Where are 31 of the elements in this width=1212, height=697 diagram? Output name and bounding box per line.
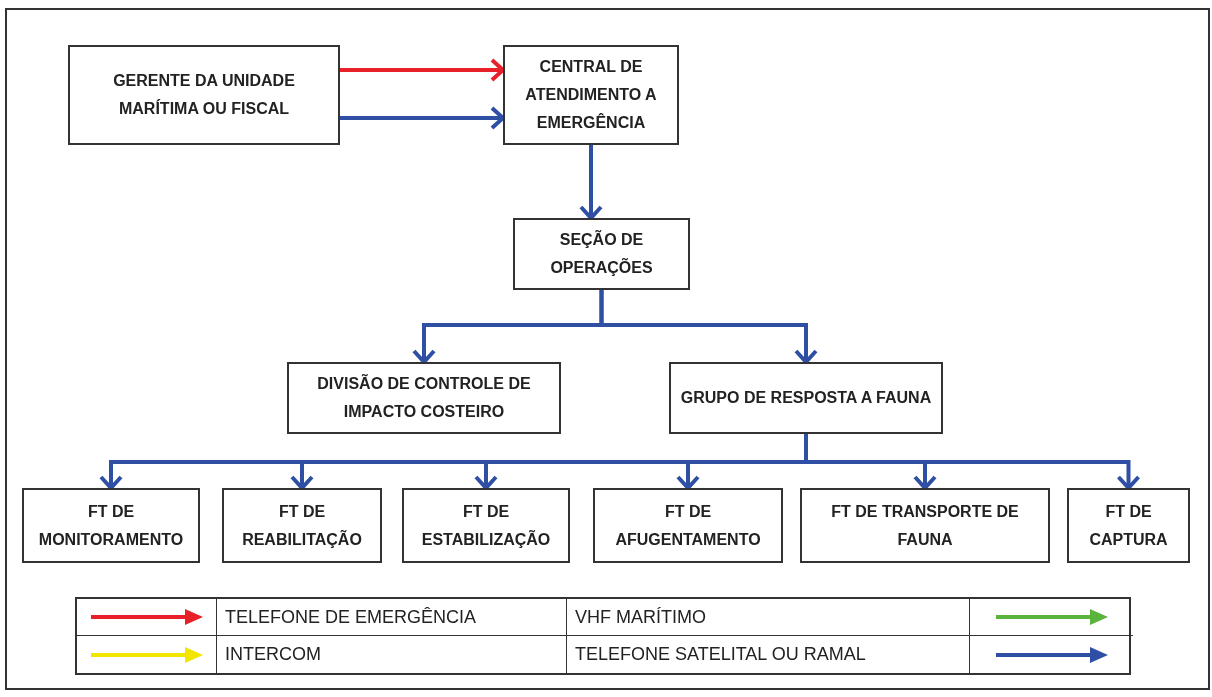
box-label: FT DE CAPTURA — [1088, 501, 1169, 550]
box-label: GRUPO DE RESPOSTA A FAUNA — [680, 388, 932, 408]
org-box — [1067, 488, 1190, 563]
box-label: FT DE REABILITAÇÃO — [241, 501, 363, 550]
box-label: FT DE AFUGENTAMENTO — [614, 501, 762, 550]
arrow — [579, 145, 603, 220]
legend-label: INTERCOM — [225, 643, 321, 666]
box-label: GERENTE DA UNIDADE MARÍTIMA OU FISCAL — [112, 71, 296, 119]
org-box — [287, 362, 561, 434]
org-box — [222, 488, 382, 563]
arrow — [340, 106, 505, 130]
org-box — [68, 45, 340, 145]
box-label: FT DE ESTABILIZAÇÃO — [420, 501, 552, 550]
org-box — [800, 488, 1050, 563]
org-box — [503, 45, 679, 145]
legend-label: VHF MARÍTIMO — [575, 605, 706, 629]
arrow — [804, 434, 1141, 490]
box-label: FT DE MONITORAMENTO — [37, 501, 185, 550]
box-label: DIVISÃO DE CONTROLE DE IMPACTO COSTEIRO — [316, 373, 532, 422]
org-box — [669, 362, 943, 434]
org-box — [22, 488, 200, 563]
org-box — [593, 488, 783, 563]
legend-label: TELEFONE SATELITAL OU RAMAL — [575, 643, 866, 666]
box-label: SEÇÃO DE OPERAÇÕES — [549, 229, 654, 278]
org-box — [402, 488, 570, 563]
arrow — [340, 58, 505, 82]
legend-label: TELEFONE DE EMERGÊNCIA — [225, 605, 477, 629]
box-label: FT DE TRANSPORTE DE FAUNA — [830, 501, 1020, 550]
box-label: CENTRAL DE ATENDIMENTO A EMERGÊNCIA — [524, 57, 658, 133]
org-box — [513, 218, 690, 290]
arrow — [599, 290, 818, 364]
